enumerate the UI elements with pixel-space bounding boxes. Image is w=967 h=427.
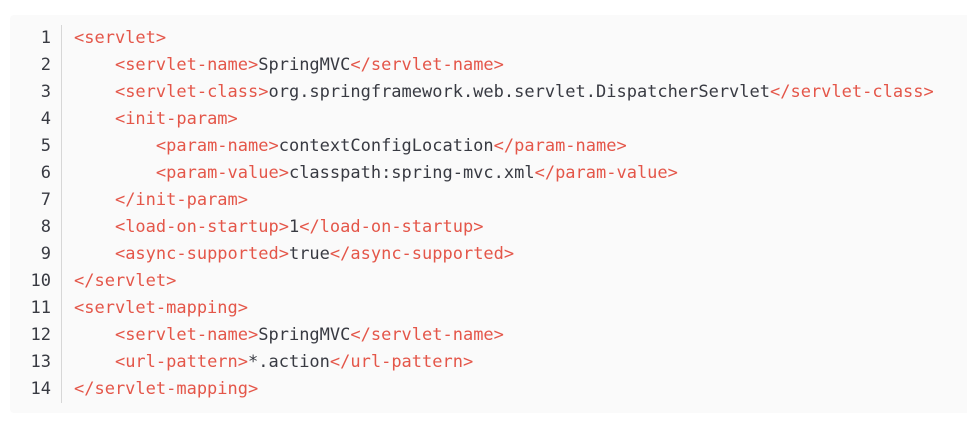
code-segment-text [74, 352, 115, 372]
line-number: 4 [10, 106, 62, 133]
line-number: 9 [10, 241, 62, 268]
code-segment-tag: </load-on-startup> [299, 217, 484, 237]
code-segment-text: SpringMVC [258, 55, 351, 75]
code-segment-tag: </servlet-class> [770, 82, 934, 102]
code-block: 1 <servlet> 2 <servlet-name>SpringMVC</s… [10, 15, 967, 413]
code-segment-tag: <load-on-startup> [114, 217, 289, 237]
code-segment-tag: <servlet> [74, 28, 167, 48]
code-content: <param-name>contextConfigLocation</param… [62, 133, 627, 160]
code-segment-text [74, 136, 156, 156]
line-number: 12 [10, 322, 62, 349]
code-segment-tag: <servlet-name> [114, 55, 259, 75]
code-segment-tag: <url-pattern> [114, 352, 249, 372]
code-segment-tag: <async-supported> [114, 244, 289, 264]
code-segment-text: 1 [288, 217, 300, 237]
code-line: 14 </servlet-mapping> [10, 376, 967, 403]
line-number: 3 [10, 79, 62, 106]
code-content: <servlet-mapping> [62, 295, 248, 322]
code-line: 11 <servlet-mapping> [10, 295, 967, 322]
line-number: 13 [10, 349, 62, 376]
code-segment-tag: </param-value> [534, 163, 678, 183]
code-segment-tag: </init-param> [114, 190, 249, 210]
code-segment-tag: </param-name> [493, 136, 627, 156]
code-segment-text: contextConfigLocation [278, 136, 494, 156]
line-number: 14 [10, 376, 62, 403]
code-line: 2 <servlet-name>SpringMVC</servlet-name> [10, 52, 967, 79]
code-line: 1 <servlet> [10, 25, 967, 52]
code-content: </init-param> [62, 187, 248, 214]
line-number: 6 [10, 160, 62, 187]
code-content: </servlet-mapping> [62, 376, 258, 403]
code-segment-text [74, 82, 115, 102]
code-segment-tag: </servlet> [74, 271, 177, 291]
code-segment-text: classpath:spring-mvc.xml [288, 163, 535, 183]
code-segment-text [74, 55, 115, 75]
code-segment-tag: <servlet-class> [114, 82, 269, 102]
code-segment-tag: <init-param> [114, 109, 238, 129]
code-line: 7 </init-param> [10, 187, 967, 214]
line-number: 2 [10, 52, 62, 79]
line-number: 7 [10, 187, 62, 214]
code-content: <init-param> [62, 106, 238, 133]
code-segment-text: *.action [248, 352, 330, 372]
code-segment-tag: </servlet-name> [350, 55, 504, 75]
code-segment-text [74, 190, 115, 210]
code-line: 6 <param-value>classpath:spring-mvc.xml<… [10, 160, 967, 187]
code-line: 10 </servlet> [10, 268, 967, 295]
code-segment-tag: </async-supported> [329, 244, 515, 264]
code-segment-tag: </servlet-name> [350, 325, 504, 345]
code-line: 3 <servlet-class>org.springframework.web… [10, 79, 967, 106]
code-content: <load-on-startup>1</load-on-startup> [62, 214, 483, 241]
code-segment-text [74, 217, 115, 237]
code-content: <servlet-name>SpringMVC</servlet-name> [62, 52, 504, 79]
code-segment-text [74, 325, 115, 345]
code-line: 13 <url-pattern>*.action</url-pattern> [10, 349, 967, 376]
line-number: 8 [10, 214, 62, 241]
code-line: 5 <param-name>contextConfigLocation</par… [10, 133, 967, 160]
code-segment-tag: </url-pattern> [329, 352, 474, 372]
code-content: <param-value>classpath:spring-mvc.xml</p… [62, 160, 678, 187]
code-line: 4 <init-param> [10, 106, 967, 133]
code-segment-text [74, 244, 115, 264]
code-segment-text: org.springframework.web.servlet.Dispatch… [268, 82, 770, 102]
code-line: 9 <async-supported>true</async-supported… [10, 241, 967, 268]
code-line: 8 <load-on-startup>1</load-on-startup> [10, 214, 967, 241]
code-content: <servlet-name>SpringMVC</servlet-name> [62, 322, 504, 349]
code-segment-text: SpringMVC [258, 325, 351, 345]
code-segment-tag: <param-name> [155, 136, 279, 156]
code-segment-tag: <param-value> [155, 163, 289, 183]
code-line: 12 <servlet-name>SpringMVC</servlet-name… [10, 322, 967, 349]
code-segment-text [74, 109, 115, 129]
code-content: <url-pattern>*.action</url-pattern> [62, 349, 473, 376]
code-segment-text [74, 163, 156, 183]
code-segment-tag: <servlet-mapping> [74, 298, 248, 318]
code-segment-text: true [288, 244, 330, 264]
line-number: 11 [10, 295, 62, 322]
line-number: 1 [10, 25, 62, 52]
code-content: </servlet> [62, 268, 176, 295]
line-number: 5 [10, 133, 62, 160]
code-segment-tag: <servlet-name> [114, 325, 259, 345]
code-content: <async-supported>true</async-supported> [62, 241, 514, 268]
line-number: 10 [10, 268, 62, 295]
code-content: <servlet> [62, 25, 166, 52]
code-content: <servlet-class>org.springframework.web.s… [62, 79, 934, 106]
code-segment-tag: </servlet-mapping> [74, 379, 259, 399]
